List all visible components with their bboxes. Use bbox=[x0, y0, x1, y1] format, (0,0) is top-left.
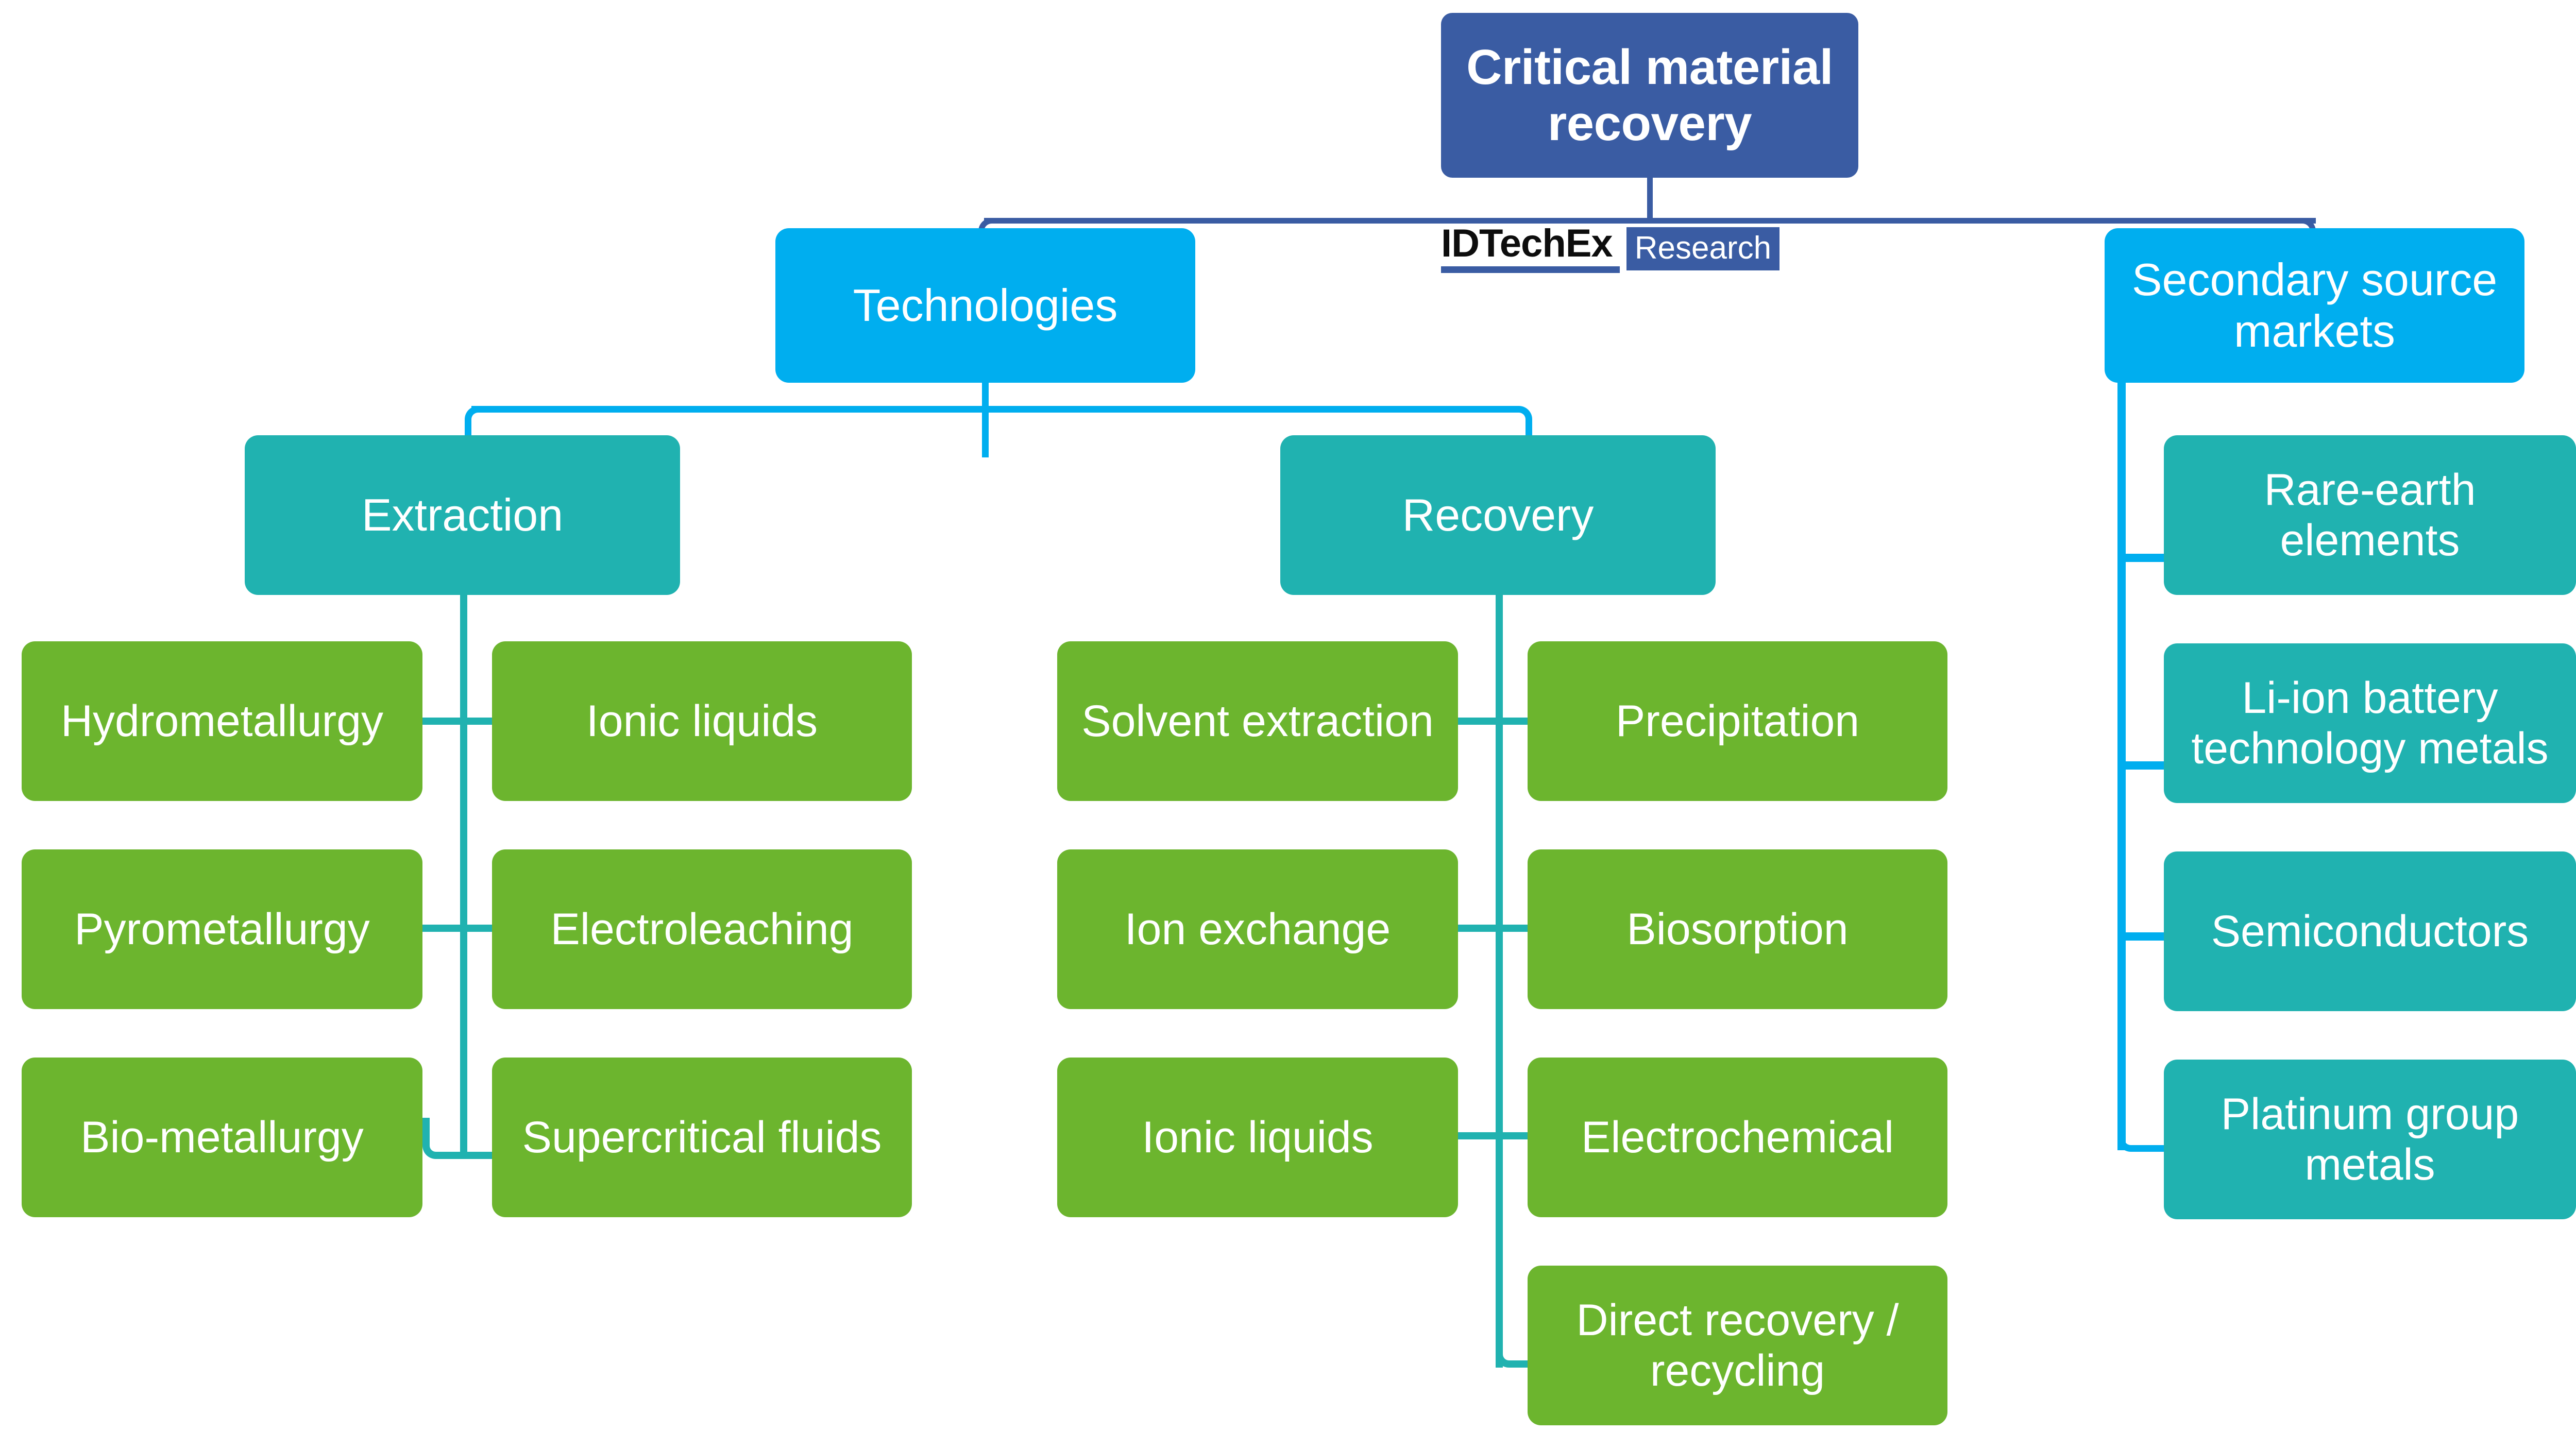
connector-recovery-row2 bbox=[1458, 925, 1538, 932]
connector-recovery-row1 bbox=[1458, 718, 1538, 725]
connector-recovery-row4-corner bbox=[1496, 1324, 1538, 1368]
connector-markets-row4-corner bbox=[2117, 1113, 2174, 1152]
node-solvent-extraction[interactable]: Solvent extraction bbox=[1057, 641, 1458, 801]
node-ion-exchange[interactable]: Ion exchange bbox=[1057, 849, 1458, 1009]
connector-recovery-row3 bbox=[1458, 1132, 1538, 1139]
node-supercritical-fluids[interactable]: Supercritical fluids bbox=[492, 1058, 912, 1217]
connector-extraction-row3-right bbox=[460, 1152, 502, 1159]
node-direct-recovery-recycling[interactable]: Direct recovery / recycling bbox=[1528, 1266, 1947, 1425]
connector-root-bus bbox=[984, 218, 2316, 224]
connector-markets-row3 bbox=[2117, 932, 2174, 941]
node-recovery[interactable]: Recovery bbox=[1280, 435, 1716, 595]
node-extraction[interactable]: Extraction bbox=[245, 435, 680, 595]
node-secondary-source-markets[interactable]: Secondary source markets bbox=[2105, 228, 2524, 383]
idtechex-research-logo: IDTechEx Research bbox=[1441, 224, 1780, 273]
node-bio-metallurgy[interactable]: Bio-metallurgy bbox=[22, 1058, 422, 1217]
node-electroleaching[interactable]: Electroleaching bbox=[492, 849, 912, 1009]
node-semiconductors[interactable]: Semiconductors bbox=[2164, 851, 2576, 1011]
node-technologies[interactable]: Technologies bbox=[775, 228, 1195, 383]
connector-extraction-row3-left bbox=[422, 1118, 461, 1159]
connector-extraction-row1 bbox=[422, 718, 502, 725]
idtechex-wordmark: IDTechEx bbox=[1441, 224, 1620, 273]
connector-recovery-spine bbox=[1496, 595, 1503, 1368]
node-biosorption[interactable]: Biosorption bbox=[1528, 849, 1947, 1009]
node-root-critical-material-recovery[interactable]: Critical material recovery bbox=[1441, 13, 1858, 178]
node-precipitation[interactable]: Precipitation bbox=[1528, 641, 1947, 801]
node-rare-earth-elements[interactable]: Rare-earth elements bbox=[2164, 435, 2576, 595]
node-pyrometallurgy[interactable]: Pyrometallurgy bbox=[22, 849, 422, 1009]
idtechex-research-badge: Research bbox=[1626, 227, 1780, 270]
node-hydrometallurgy[interactable]: Hydrometallurgy bbox=[22, 641, 422, 801]
connector-extraction-row2 bbox=[422, 925, 502, 932]
node-ionic-liquids-extraction[interactable]: Ionic liquids bbox=[492, 641, 912, 801]
connector-markets-row1 bbox=[2117, 554, 2174, 562]
node-electrochemical[interactable]: Electrochemical bbox=[1528, 1058, 1947, 1217]
node-platinum-group-metals[interactable]: Platinum group metals bbox=[2164, 1060, 2576, 1219]
connector-technologies-stem bbox=[982, 383, 989, 457]
connector-root-stem bbox=[1647, 178, 1653, 221]
connector-markets-row2 bbox=[2117, 761, 2174, 770]
node-li-ion-battery-technology-metals[interactable]: Li-ion battery technology metals bbox=[2164, 643, 2576, 803]
connector-technologies-bus bbox=[471, 406, 1517, 413]
node-ionic-liquids-recovery[interactable]: Ionic liquids bbox=[1057, 1058, 1458, 1217]
connector-extraction-spine bbox=[460, 595, 467, 1159]
